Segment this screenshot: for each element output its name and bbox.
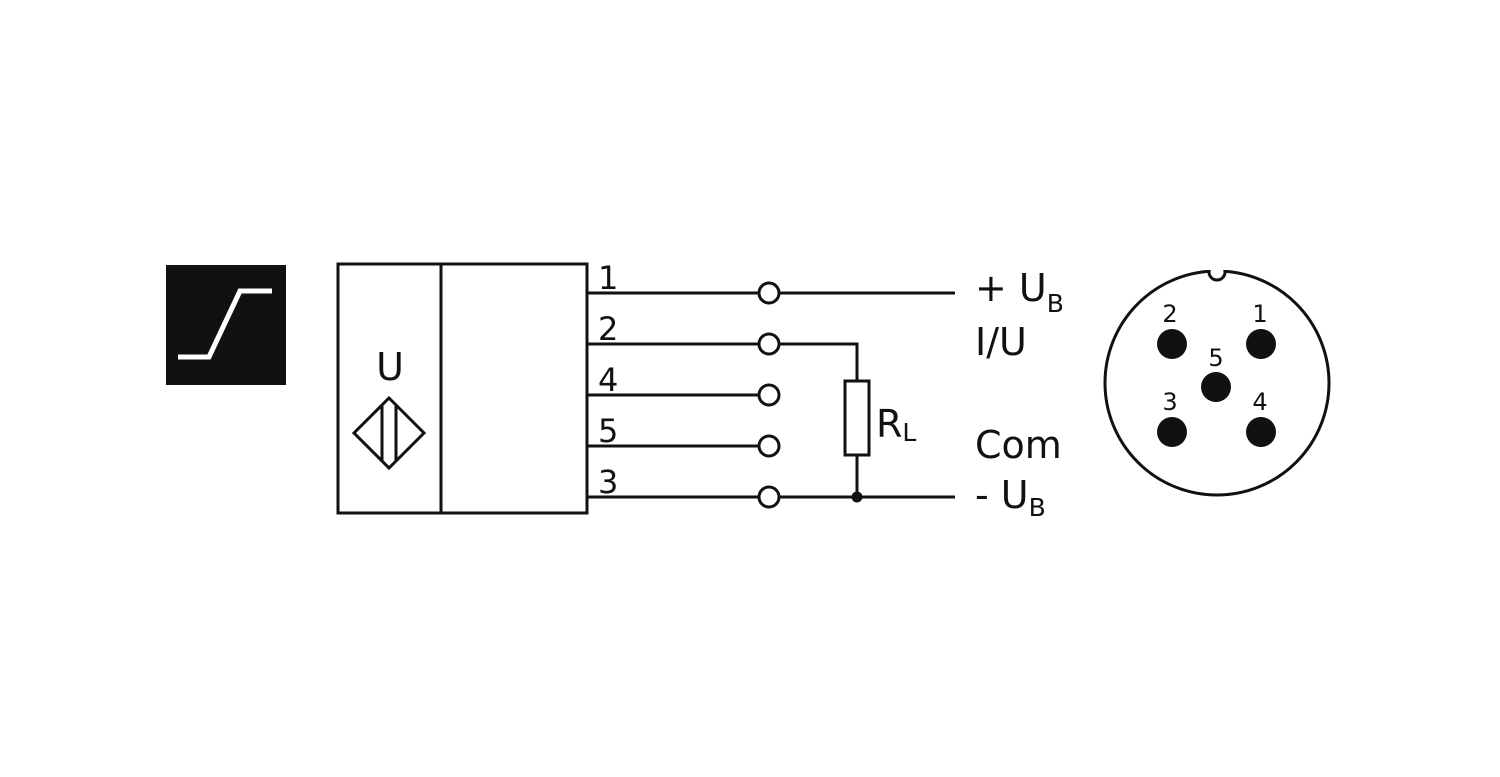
terminal-5 [757, 434, 781, 458]
output-label: I/U [975, 320, 1027, 364]
analog-ramp-icon [166, 265, 286, 385]
load-label: RL [876, 402, 916, 447]
terminal-3 [757, 485, 781, 509]
com-label: Com [975, 423, 1062, 467]
load-resistor: RL [843, 379, 916, 503]
connector-pin-5 [1201, 372, 1231, 402]
wire-pin-1: 1 [587, 259, 955, 305]
terminal-4 [757, 383, 781, 407]
pin-number-4: 4 [598, 361, 618, 399]
terminal-1 [757, 281, 781, 305]
junction-dot [851, 491, 863, 503]
pin-number-5: 5 [598, 412, 618, 450]
sensor-type-label: U [376, 345, 404, 389]
connector-pin-label-1: 1 [1252, 300, 1267, 328]
wire-pin-5: 5 [587, 412, 781, 458]
supply-negative-label: - UB [975, 473, 1046, 522]
wire-pin-4: 4 [587, 361, 781, 407]
ultrasonic-transducer-icon [351, 395, 427, 471]
connector-pinout: 2 1 5 3 4 [1103, 262, 1331, 497]
connector-pin-4 [1246, 417, 1276, 447]
pin-number-2: 2 [598, 310, 618, 348]
supply-positive-label: + UB [975, 266, 1064, 318]
connector-pin-label-3: 3 [1162, 388, 1177, 416]
terminal-2 [757, 332, 781, 356]
pin-number-3: 3 [598, 463, 618, 501]
wire-pin-2: 2 [587, 310, 859, 381]
sensor-housing: U [336, 262, 589, 515]
connector-pin-3 [1157, 417, 1187, 447]
connector-pin-label-4: 4 [1252, 388, 1267, 416]
pin-number-1: 1 [598, 259, 618, 297]
wire-pin-3: 3 [587, 463, 955, 509]
connector-pin-2 [1157, 329, 1187, 359]
connector-pin-label-5: 5 [1208, 344, 1223, 372]
connector-pin-label-2: 2 [1162, 300, 1177, 328]
connector-pin-1 [1246, 329, 1276, 359]
